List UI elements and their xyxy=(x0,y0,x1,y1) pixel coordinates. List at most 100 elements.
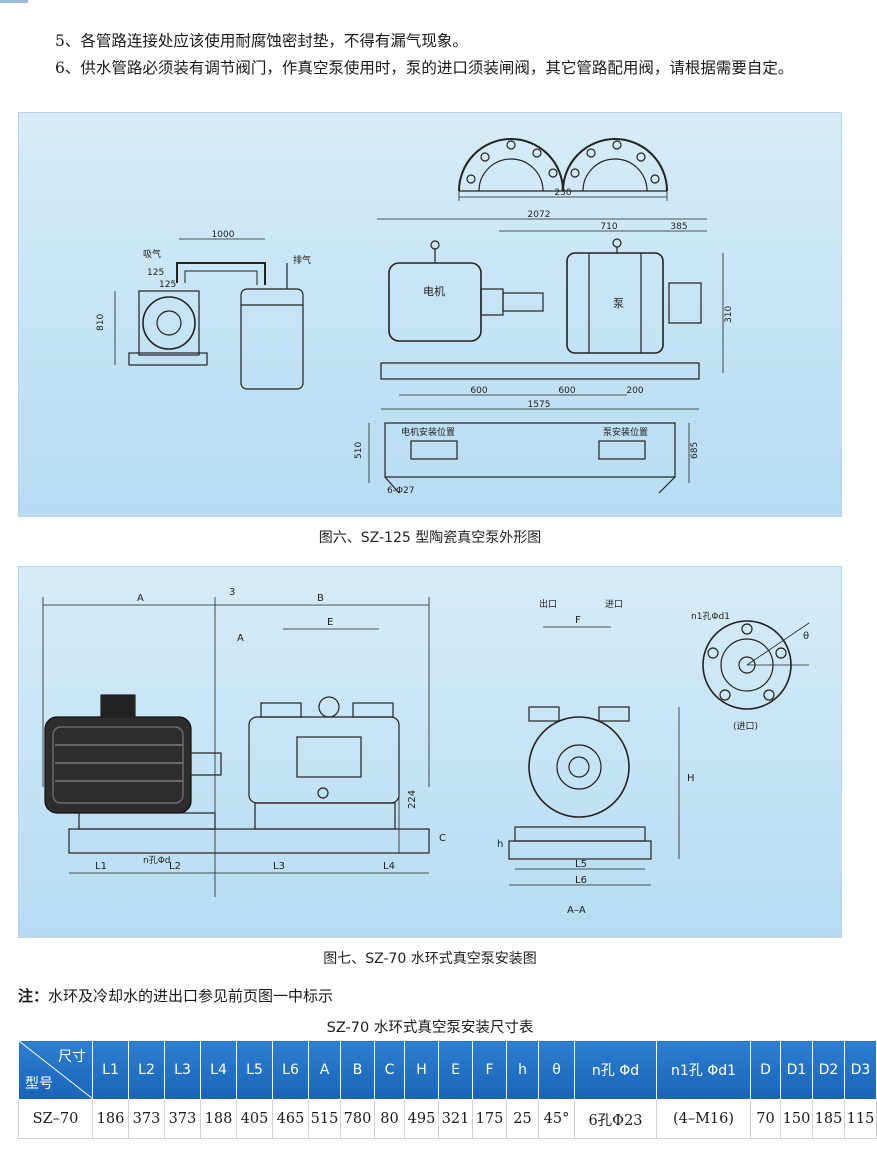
col-header: B xyxy=(340,1040,375,1100)
figure-6-caption: 图六、SZ-125 型陶瓷真空泵外形图 xyxy=(318,530,542,546)
col-header: L3 xyxy=(164,1040,201,1100)
table-cell: 495 xyxy=(404,1099,439,1139)
figure-6-panel: 230 1000 125 125 810 吸气 排气 2072 xyxy=(18,112,842,517)
label-suction: 吸气 xyxy=(143,248,161,260)
base-plan: 510 685 电机安装位置 泵安装位置 6-Φ27 xyxy=(354,422,700,496)
table-header-row: 尺寸 型号 L1 L2 L3 L4 L5 L6 A B C H E F h θ … xyxy=(18,1040,877,1100)
label-bolts: 6-Φ27 xyxy=(387,486,415,496)
table-cell: 80 xyxy=(374,1099,405,1139)
table-cell: 150 xyxy=(780,1099,813,1139)
label-exhaust: 排气 xyxy=(293,254,311,266)
label-port-left: 出口 xyxy=(539,598,557,610)
dim-710: 710 xyxy=(600,222,617,232)
note: 注：水环及冷却水的进出口参见前页图一中标示 xyxy=(18,985,333,1006)
dim-600b: 600 xyxy=(558,386,575,396)
label-L1: L1 xyxy=(95,861,107,872)
label-theta: θ xyxy=(803,631,809,642)
table-cell: 515 xyxy=(308,1099,341,1139)
dim-200: 200 xyxy=(626,386,643,396)
table-cell: 373 xyxy=(128,1099,165,1139)
label-nhole: n孔Φd xyxy=(143,855,171,866)
label-3: 3 xyxy=(229,587,235,598)
paragraph-5: 5、各管路连接处应该使用耐腐蚀密封垫，不得有漏气现象。 xyxy=(55,32,468,50)
label-h: h xyxy=(497,839,503,850)
table-cell: 780 xyxy=(340,1099,375,1139)
label-inlet: (进口) xyxy=(733,721,758,732)
col-header: D2 xyxy=(812,1040,845,1100)
dim-685: 685 xyxy=(690,442,700,459)
table-cell: (4–M16) xyxy=(656,1099,751,1139)
col-header: D xyxy=(750,1040,781,1100)
table-title: SZ-70 水环式真空泵安装尺寸表 xyxy=(326,1020,534,1036)
label-C: C xyxy=(439,833,446,844)
table-cell: 373 xyxy=(164,1099,201,1139)
table-cell: 175 xyxy=(472,1099,507,1139)
dim-810: 810 xyxy=(96,314,106,331)
note-text: 水环及冷却水的进出口参见前页图一中标示 xyxy=(48,987,334,1005)
side-view: 1000 125 125 810 吸气 排气 xyxy=(96,230,311,390)
label-F: F xyxy=(575,615,581,626)
label-L4: L4 xyxy=(383,861,395,872)
label-B: B xyxy=(317,593,324,604)
label-pump: 泵 xyxy=(613,297,624,310)
paragraph-6: 6、供水管路必须装有调节阀门，作真空泵使用时，泵的进口须装闸阀，其它管路配用阀，… xyxy=(55,59,794,77)
table-cell: 186 xyxy=(92,1099,129,1139)
col-header: n孔 Φd xyxy=(574,1040,657,1100)
dimension-table: 尺寸 型号 L1 L2 L3 L4 L5 L6 A B C H E F h θ … xyxy=(18,1040,877,1139)
col-header: F xyxy=(472,1040,507,1100)
table-cell: SZ–70 xyxy=(18,1099,93,1139)
label-L6: L6 xyxy=(575,875,587,886)
table-cell: 188 xyxy=(200,1099,237,1139)
col-header: H xyxy=(404,1040,439,1100)
flange-detail: 230 xyxy=(458,138,668,201)
dim-310: 310 xyxy=(724,306,734,323)
col-header: A xyxy=(308,1040,341,1100)
label-A-arrow: A xyxy=(237,633,244,644)
table-row: SZ–70 186 373 373 188 405 465 515 780 80… xyxy=(18,1099,877,1139)
dim-2072: 2072 xyxy=(528,210,551,220)
dim-510: 510 xyxy=(354,442,364,459)
col-header: D1 xyxy=(780,1040,813,1100)
label-H: H xyxy=(687,773,695,784)
label-224: 224 xyxy=(407,790,418,809)
col-header: L4 xyxy=(200,1040,237,1100)
col-header: L5 xyxy=(236,1040,273,1100)
figure-6-drawing: 230 1000 125 125 810 吸气 排气 2072 xyxy=(96,138,734,496)
table-cell: 405 xyxy=(236,1099,273,1139)
label-motor: 电机 xyxy=(423,284,445,298)
figure-7-drawing: A B E 3 A 224 C L1 L2 L3 L4 n孔Φd 出口 xyxy=(42,587,810,916)
corner-bottom: 型号 xyxy=(25,1076,53,1092)
label-L2: L2 xyxy=(169,861,181,872)
dim-1575: 1575 xyxy=(528,400,551,410)
col-header: L6 xyxy=(272,1040,309,1100)
col-header: L1 xyxy=(92,1040,129,1100)
table-cell: 25 xyxy=(506,1099,539,1139)
label-motor-mount: 电机安装位置 xyxy=(401,426,455,438)
col-header: C xyxy=(374,1040,405,1100)
label-A: A xyxy=(137,593,144,604)
corner-top: 尺寸 xyxy=(58,1049,86,1065)
figure-7-caption: 图七、SZ-70 水环式真空泵安装图 xyxy=(323,951,537,967)
figure-7-panel: A B E 3 A 224 C L1 L2 L3 L4 n孔Φd 出口 xyxy=(18,566,842,938)
dim-230: 230 xyxy=(554,188,571,198)
col-header: D3 xyxy=(844,1040,877,1100)
label-L3: L3 xyxy=(273,861,285,872)
table-cell: 465 xyxy=(272,1099,309,1139)
col-header: n1孔 Φd1 xyxy=(656,1040,751,1100)
dim-125b: 125 xyxy=(159,280,176,290)
page-corner-bar xyxy=(0,0,28,3)
front-view: 2072 710 385 310 600 600 200 1575 电机 xyxy=(377,210,734,410)
dim-1000: 1000 xyxy=(212,230,235,240)
label-port-right: 进口 xyxy=(605,599,623,610)
table-cell: 6孔Φ23 xyxy=(574,1099,657,1139)
dim-125a: 125 xyxy=(147,268,164,278)
col-header: θ xyxy=(538,1040,575,1100)
dim-385: 385 xyxy=(670,222,687,232)
label-pump-mount: 泵安装位置 xyxy=(603,426,648,438)
dim-600a: 600 xyxy=(470,386,487,396)
label-AA: A–A xyxy=(567,905,586,916)
label-L5: L5 xyxy=(575,859,587,870)
label-E: E xyxy=(327,617,333,628)
table-corner: 尺寸 型号 xyxy=(18,1040,94,1100)
table-cell: 115 xyxy=(844,1099,877,1139)
